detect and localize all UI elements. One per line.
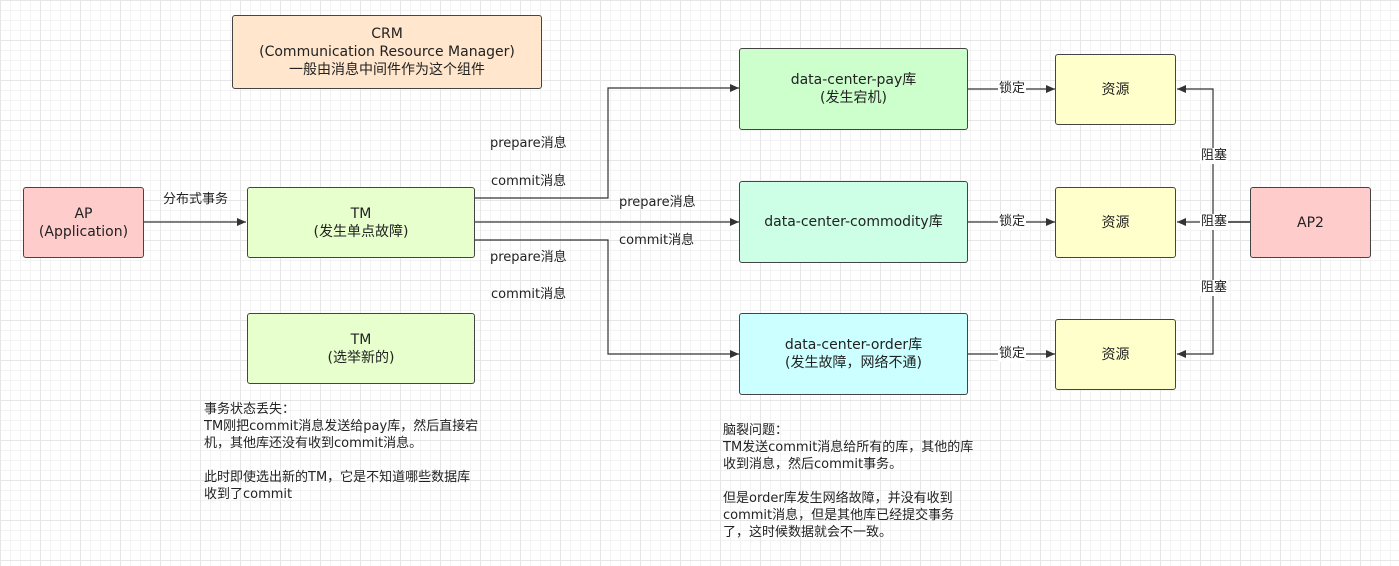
note-line: 机，其他库还没有收到commit消息。 (204, 436, 423, 451)
node-text-line: CRM (371, 26, 403, 42)
tm-node[interactable]: TM(发生单点故障) (247, 187, 475, 258)
node-text-line: 资源 (1101, 346, 1130, 363)
label-commit-pay: commit消息 (491, 174, 567, 189)
note-line (204, 452, 478, 469)
label-distributed-tx: 分布式事务 (163, 192, 229, 207)
node-text-line: TM (350, 205, 372, 222)
note-line: 收到了commit (204, 487, 293, 502)
note-tx-state-lost: 事务状态丢失： TM刚把commit消息发送给pay库，然后直接宕 机，其他库还… (204, 401, 478, 503)
label-block-3: 阻塞 (1200, 280, 1229, 296)
node-text-line: AP2 (1297, 214, 1324, 231)
node-text-line: (Communication Resource Manager) (259, 44, 515, 60)
crm-node[interactable]: CRM (Communication Resource Manager) 一般由消息… (232, 15, 542, 89)
label-prepare-pay: prepare消息 (490, 136, 567, 151)
edge-tm-to-order (475, 239, 739, 358)
node-text-line: 资源 (1101, 214, 1130, 231)
label-commit-commodity: commit消息 (619, 233, 695, 248)
note-line: TM发送commit消息给所有的库，其他的库 (723, 440, 974, 455)
node-text-line: 一般由消息中间件作为这个组件 (289, 62, 485, 78)
commodity-db-node[interactable]: data-center-commodity库 (739, 181, 968, 263)
resource-node-3[interactable]: 资源 (1055, 319, 1176, 390)
label-block-1: 阻塞 (1200, 148, 1229, 164)
note-line (723, 473, 973, 490)
order-db-node[interactable]: data-center-order库 (发生故障，网络不通) (739, 313, 968, 395)
node-text-line: (发生故障，网络不通) (785, 355, 922, 371)
note-line: 收到消息，然后commit事务。 (723, 457, 903, 472)
note-line: 此时即使选出新的TM，它是不知道哪些数据库 (204, 470, 471, 485)
label-lock-3: 锁定 (998, 346, 1027, 362)
pay-db-node[interactable]: data-center-pay库 (发生宕机) (739, 48, 968, 130)
note-line: 了，这时候数据就会不一致。 (723, 525, 893, 540)
resource-node-2[interactable]: 资源 (1055, 187, 1176, 258)
tm-new-node[interactable]: TM(选举新的) (247, 313, 475, 384)
ap2-node[interactable]: AP2 (1250, 187, 1371, 258)
node-text-line: AP (74, 205, 93, 222)
note-line: commit消息，但是其他库已经提交事务 (723, 508, 955, 523)
note-line: 事务状态丢失： (204, 402, 296, 417)
note-line: TM刚把commit消息发送给pay库，然后直接宕 (204, 419, 479, 434)
label-lock-1: 锁定 (998, 81, 1027, 97)
node-text-line: data-center-pay库 (790, 72, 917, 88)
edge-tm-to-pay (475, 84, 739, 199)
resource-node-1[interactable]: 资源 (1055, 54, 1176, 125)
node-text-line: (Application) (38, 223, 129, 240)
node-text-line: data-center-order库 (784, 337, 923, 353)
label-lock-2: 锁定 (998, 214, 1027, 230)
label-prepare-order: prepare消息 (490, 250, 567, 265)
ap-node[interactable]: AP(Application) (23, 187, 144, 258)
label-commit-order: commit消息 (491, 287, 567, 302)
node-text-line: (发生宕机) (820, 90, 887, 106)
node-text-line: TM (350, 331, 372, 348)
node-text-line: 资源 (1101, 81, 1130, 98)
note-split-brain: 脑裂问题： TM发送commit消息给所有的库，其他的库 收到消息，然后comm… (723, 422, 973, 541)
label-prepare-commodity: prepare消息 (619, 195, 696, 210)
note-line: 但是order库发生网络故障，并没有收到 (723, 491, 953, 506)
node-text-line: (发生单点故障) (313, 223, 409, 240)
node-text-line: (选举新的) (327, 349, 395, 366)
label-block-2: 阻塞 (1200, 214, 1229, 230)
node-text-line: data-center-commodity库 (764, 214, 943, 230)
note-line: 脑裂问题： (723, 423, 789, 438)
